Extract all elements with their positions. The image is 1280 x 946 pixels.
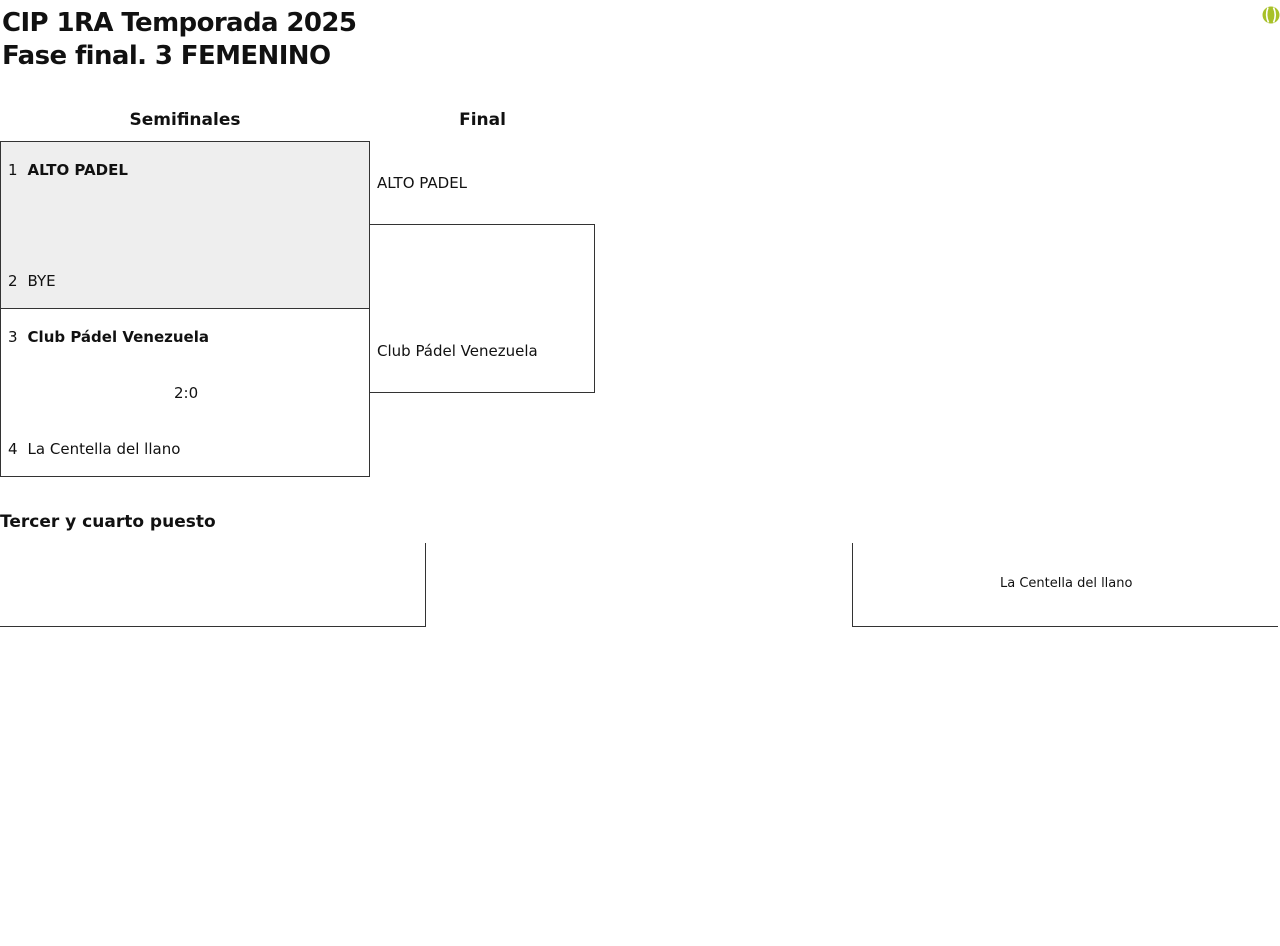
- round-label-final: Final: [459, 110, 506, 130]
- semifinal-2-team-1: 3 Club Pádel Venezuela: [8, 327, 209, 347]
- semifinal-1-team-2: 2 BYE: [8, 271, 56, 291]
- seed-number: 3: [8, 328, 18, 346]
- team-name: Club Pádel Venezuela: [27, 328, 209, 346]
- final-team-1: ALTO PADEL: [377, 174, 468, 192]
- round-label-semifinals: Semifinales: [129, 110, 241, 130]
- third-place-team: La Centella del llano: [1000, 576, 1133, 591]
- team-name: La Centella del llano: [27, 440, 181, 458]
- semifinal-1-team-1: 1 ALTO PADEL: [8, 160, 128, 180]
- bracket-line: [852, 543, 853, 627]
- padel-ball-icon: [1262, 6, 1280, 24]
- seed-number: 2: [8, 272, 18, 290]
- category-title: Fase final. 3 FEMENINO: [2, 41, 331, 71]
- seed-number: 1: [8, 161, 18, 179]
- semifinal-match-1[interactable]: [0, 141, 370, 309]
- team-name: BYE: [27, 272, 56, 290]
- seed-number: 4: [8, 440, 18, 458]
- bracket-line: [0, 626, 426, 627]
- semifinal-2-team-2: 4 La Centella del llano: [8, 439, 180, 459]
- third-place-left-slot[interactable]: [0, 543, 426, 627]
- bracket-line: [425, 543, 426, 627]
- bracket-line: [852, 626, 1278, 627]
- third-place-label: Tercer y cuarto puesto: [0, 512, 216, 532]
- team-name: ALTO PADEL: [27, 161, 128, 179]
- third-place-right-slot[interactable]: [852, 543, 1278, 627]
- semifinal-2-score: 2:0: [174, 384, 199, 402]
- final-match[interactable]: [369, 224, 595, 393]
- tournament-title: CIP 1RA Temporada 2025: [2, 8, 357, 38]
- final-team-2: Club Pádel Venezuela: [377, 342, 538, 360]
- page-title: CIP 1RA Temporada 2025 Fase final. 3 FEM…: [2, 7, 357, 73]
